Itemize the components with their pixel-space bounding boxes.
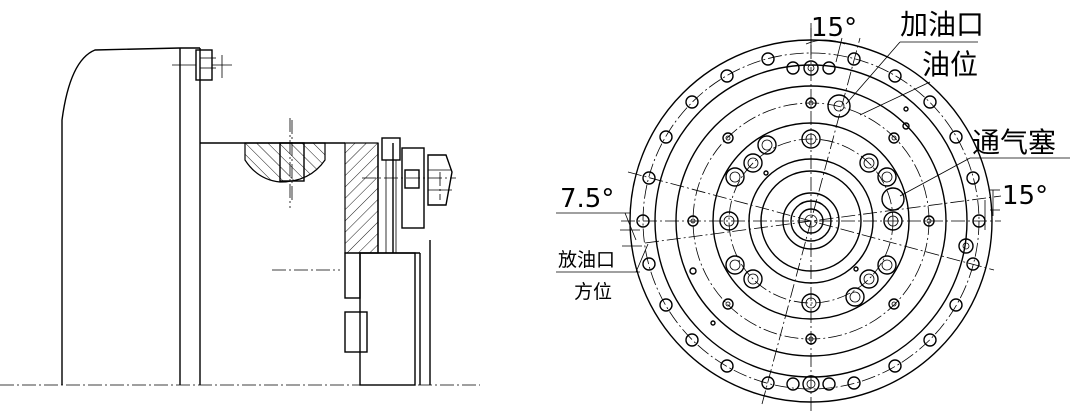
label-angle-top: 15° [811, 13, 857, 43]
inner-bolt-ring [719, 129, 903, 313]
front-view [621, 23, 1002, 411]
section-view [0, 47, 480, 386]
mid-hole-ring [687, 97, 935, 345]
label-vent-plug: 通气塞 [972, 126, 1056, 159]
annotation-leaders [556, 28, 1070, 273]
label-oil-level: 油位 [922, 48, 978, 81]
label-oil-fill: 加油口 [900, 8, 984, 41]
label-drain-port: 放油口 [558, 249, 615, 271]
outer-hole-ring [636, 52, 986, 393]
label-angle-right: 15° [1002, 181, 1048, 211]
label-drain-direction: 方位 [574, 281, 612, 303]
label-angle-left: 7.5° [560, 184, 614, 214]
oil-fill-plug [827, 94, 851, 118]
vent-plug [881, 187, 905, 211]
